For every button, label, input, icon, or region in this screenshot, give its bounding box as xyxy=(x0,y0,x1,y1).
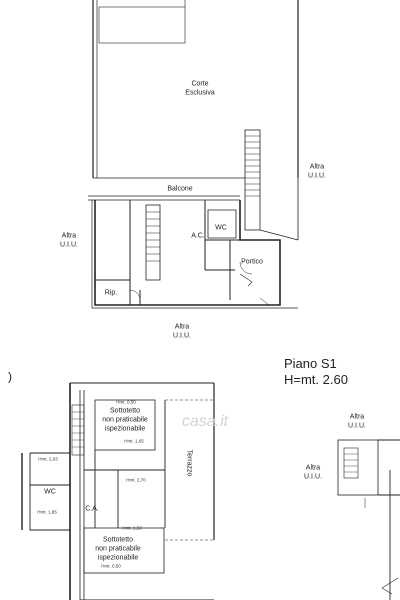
label-h203: Hmt. 2,03 xyxy=(38,456,58,462)
left-edge-mark: ) xyxy=(8,369,12,384)
label-sottotetto-top-3: ispezionabile xyxy=(104,425,146,433)
label-sottotetto-top-1: Sottotetto xyxy=(110,407,140,415)
external-stair-treads xyxy=(245,135,260,197)
label-h150: Hmt. 1,50 xyxy=(122,525,142,531)
label-h270: Hmt. 2,70 xyxy=(126,477,146,483)
label-h165: Hmt. 1,65 xyxy=(124,438,144,444)
label-h050-bot: Hmt. 0,50 xyxy=(101,563,121,569)
label-portico: Portico xyxy=(241,258,263,266)
label-uiu-right-mid: U.I.U. xyxy=(304,473,322,481)
door-arc-3 xyxy=(259,297,271,307)
label-sottotetto-bot-3: ispezionabile xyxy=(97,554,139,562)
label-corte: Corte xyxy=(191,80,209,88)
label-piano: Piano S1 xyxy=(284,356,337,371)
right-unit-stair xyxy=(343,447,359,479)
internal-stair xyxy=(145,204,161,281)
label-altra-right-mid: Altra xyxy=(305,464,321,472)
sottotetto-top-box xyxy=(94,399,156,451)
label-wc-lower: WC xyxy=(44,488,56,496)
door-arc-1 xyxy=(129,289,141,301)
corte-outline xyxy=(92,0,299,178)
label-ca: C.A. xyxy=(85,505,99,513)
left-annex xyxy=(29,452,70,531)
label-terrazzo: Terrazzo xyxy=(185,449,193,477)
right-unit xyxy=(337,439,379,496)
label-uiu-right-upper: U.I.U. xyxy=(308,172,326,180)
balcone-outline xyxy=(88,195,240,201)
door-arc-2 xyxy=(239,261,253,275)
label-uiu-left-upper: U.I.U. xyxy=(60,241,78,249)
label-height: H=mt. 2.60 xyxy=(284,372,348,387)
label-ac: A.C. xyxy=(191,232,205,240)
corte-hatch-rect xyxy=(98,6,186,44)
label-altra-left-upper: Altra xyxy=(61,232,77,240)
upper-building-outer xyxy=(91,200,298,309)
upper-interior-walls xyxy=(95,200,240,305)
label-uiu-right-top: U.I.U. xyxy=(348,422,366,430)
sottotetto-bottom-box xyxy=(83,527,165,574)
label-altra-right-top: Altra xyxy=(349,413,365,421)
terrazzo-dash xyxy=(165,399,214,541)
label-uiu-bottom-upper: U.I.U. xyxy=(173,332,191,340)
boundary-diagonal xyxy=(259,178,299,241)
label-esclusiva: Esclusiva xyxy=(185,89,215,97)
label-altra-bottom-upper: Altra xyxy=(174,323,190,331)
lower-inner-left xyxy=(79,390,85,600)
portico-notch xyxy=(239,273,253,287)
wc-box xyxy=(207,209,237,239)
north-arrow xyxy=(381,577,399,595)
label-sottotetto-bot-2: non praticabile xyxy=(95,545,141,553)
label-sottotetto-bot-1: Sottotetto xyxy=(103,536,133,544)
label-h195: Hmt. 1,95 xyxy=(37,509,57,515)
lower-stair xyxy=(71,404,85,456)
external-stair xyxy=(244,129,261,231)
label-rip: Rip. xyxy=(104,289,118,297)
label-wc-upper: WC xyxy=(215,224,227,232)
label-h050-top: Hmt. 0,50 xyxy=(116,399,136,405)
internal-stair-treads xyxy=(146,211,160,262)
label-altra-right-upper: Altra xyxy=(309,163,325,171)
lower-interior-walls xyxy=(84,400,166,528)
watermark: casa.it xyxy=(181,413,229,430)
label-balcone: Balcone xyxy=(167,185,193,193)
upper-building-outline xyxy=(94,200,281,306)
label-sottotetto-top-2: non praticabile xyxy=(102,416,148,424)
right-unit-walls xyxy=(378,439,400,600)
